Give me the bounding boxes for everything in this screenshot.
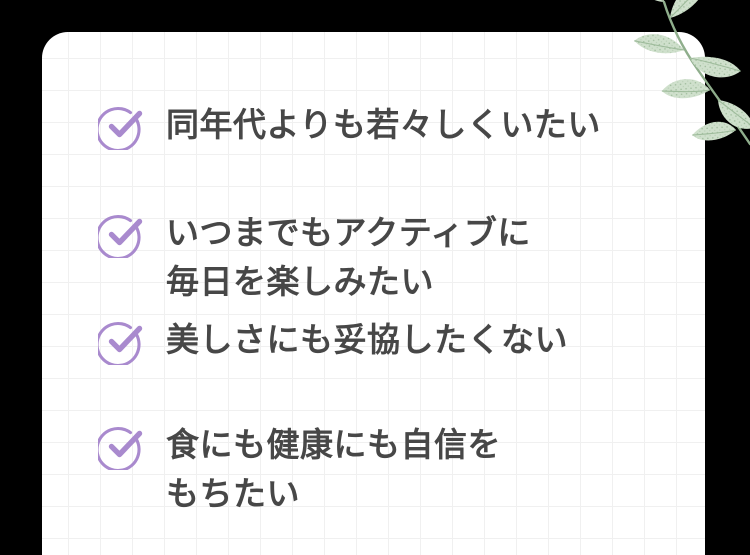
check-circle-icon [98,215,143,258]
list-item: いつまでもアクティブに 毎日を楽しみたい [98,208,531,306]
leaf-shape [717,99,750,129]
leaf-shape [628,0,665,3]
list-item-label: いつまでもアクティブに 毎日を楽しみたい [166,213,531,301]
leaf-shape [669,0,710,19]
grid-paper-card: 同年代よりも若々しくいたい いつまでもアクティブに 毎日を楽しみたい 美しさにも… [42,32,705,555]
check-circle-icon [98,322,143,365]
list-item: 食にも健康にも自信を もちたい [98,420,501,518]
list-item: 同年代よりも若々しくいたい [98,100,601,150]
check-circle-icon [98,107,143,150]
list-item: 美しさにも妥協したくない [98,315,568,365]
list-item-label: 食にも健康にも自信を もちたい [166,425,501,513]
list-item-label: 同年代よりも若々しくいたい [166,105,601,144]
check-circle-icon [98,427,143,470]
list-item-label: 美しさにも妥協したくない [166,320,568,359]
